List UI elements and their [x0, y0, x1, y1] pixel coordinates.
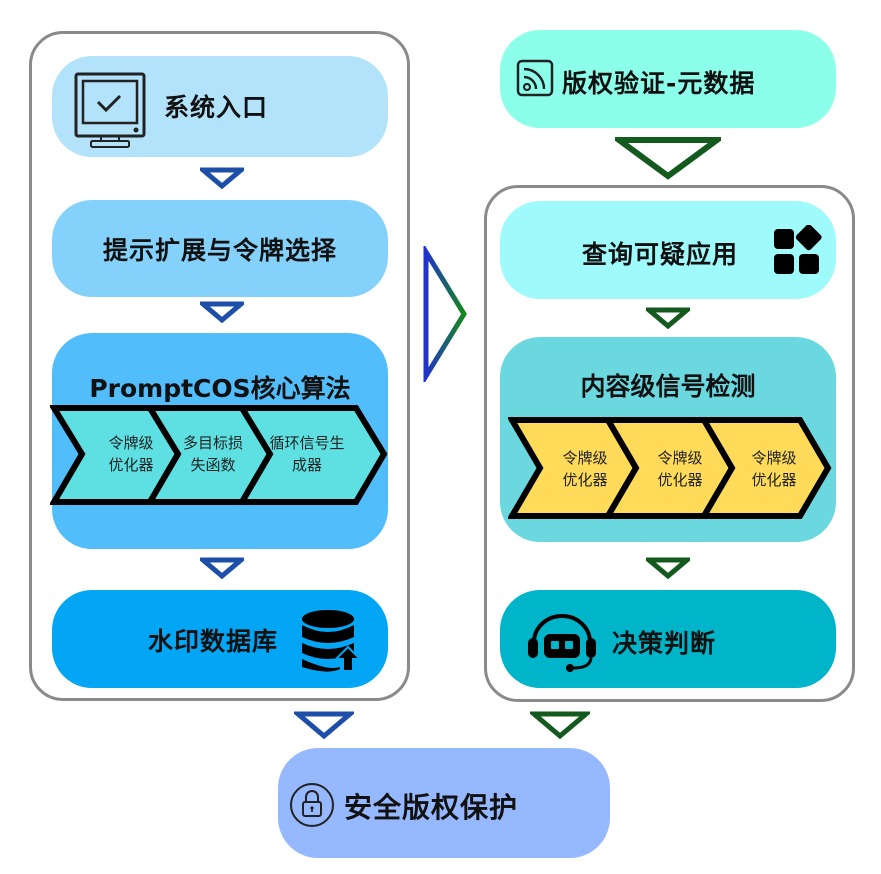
chevron-step-3-label: 令牌级优化器 [751, 449, 797, 489]
down-arrow-icon [294, 710, 354, 740]
chevron-step-1-label: 令牌级优化器 [108, 434, 154, 474]
watermark-database-node[interactable]: 水印数据库 [52, 590, 388, 688]
decision-node[interactable]: 决策判断 [500, 590, 836, 688]
chevron-step-2-label: 多目标损失函数 [182, 434, 243, 474]
prompt-expansion-label: 提示扩展与令牌选择 [102, 235, 337, 265]
down-arrow-icon [200, 167, 244, 189]
headset-bot-icon [524, 610, 600, 672]
chevron-step-3-label: 循环信号生成器 [269, 434, 345, 474]
apps-grid-icon [772, 225, 824, 277]
system-entry-node[interactable]: 系统入口 [52, 56, 388, 157]
content-detection-title: 内容级信号检测 [580, 372, 756, 401]
core-algorithm-title: PromptCOS核心算法 [89, 374, 351, 403]
prompt-expansion-node[interactable]: 提示扩展与令牌选择 [52, 200, 388, 297]
chevron-step-3 [698, 417, 832, 519]
copyright-verification-node[interactable]: 版权验证-元数据 [500, 30, 836, 128]
watermark-database-label: 水印数据库 [148, 627, 279, 656]
lock-circle-icon [289, 782, 335, 828]
secure-protection-label: 安全版权保护 [344, 791, 519, 824]
down-arrow-icon [200, 557, 244, 579]
query-suspect-app-label: 查询可疑应用 [582, 240, 739, 269]
content-detection-chevrons [508, 417, 832, 519]
down-arrow-icon [646, 307, 690, 329]
decision-label: 决策判断 [612, 629, 717, 658]
core-algorithm-chevrons [50, 405, 388, 505]
down-arrow-icon [200, 301, 244, 323]
secure-protection-node[interactable]: 安全版权保护 [278, 748, 610, 858]
system-entry-label: 系统入口 [164, 93, 269, 122]
down-arrow-icon [646, 557, 690, 579]
down-arrow-icon [530, 710, 590, 740]
rss-feed-icon [516, 59, 554, 97]
query-suspect-app-node[interactable]: 查询可疑应用 [500, 201, 836, 299]
chevron-step-1-label: 令牌级优化器 [562, 449, 608, 489]
triangle-right-arrow-icon [420, 246, 472, 382]
database-upload-icon [300, 609, 364, 673]
monitor-check-icon [74, 72, 146, 150]
down-arrow-icon [615, 136, 721, 180]
chevron-step-3 [236, 405, 388, 505]
copyright-verification-label: 版权验证-元数据 [562, 69, 756, 98]
chevron-step-2-label: 令牌级优化器 [657, 449, 703, 489]
